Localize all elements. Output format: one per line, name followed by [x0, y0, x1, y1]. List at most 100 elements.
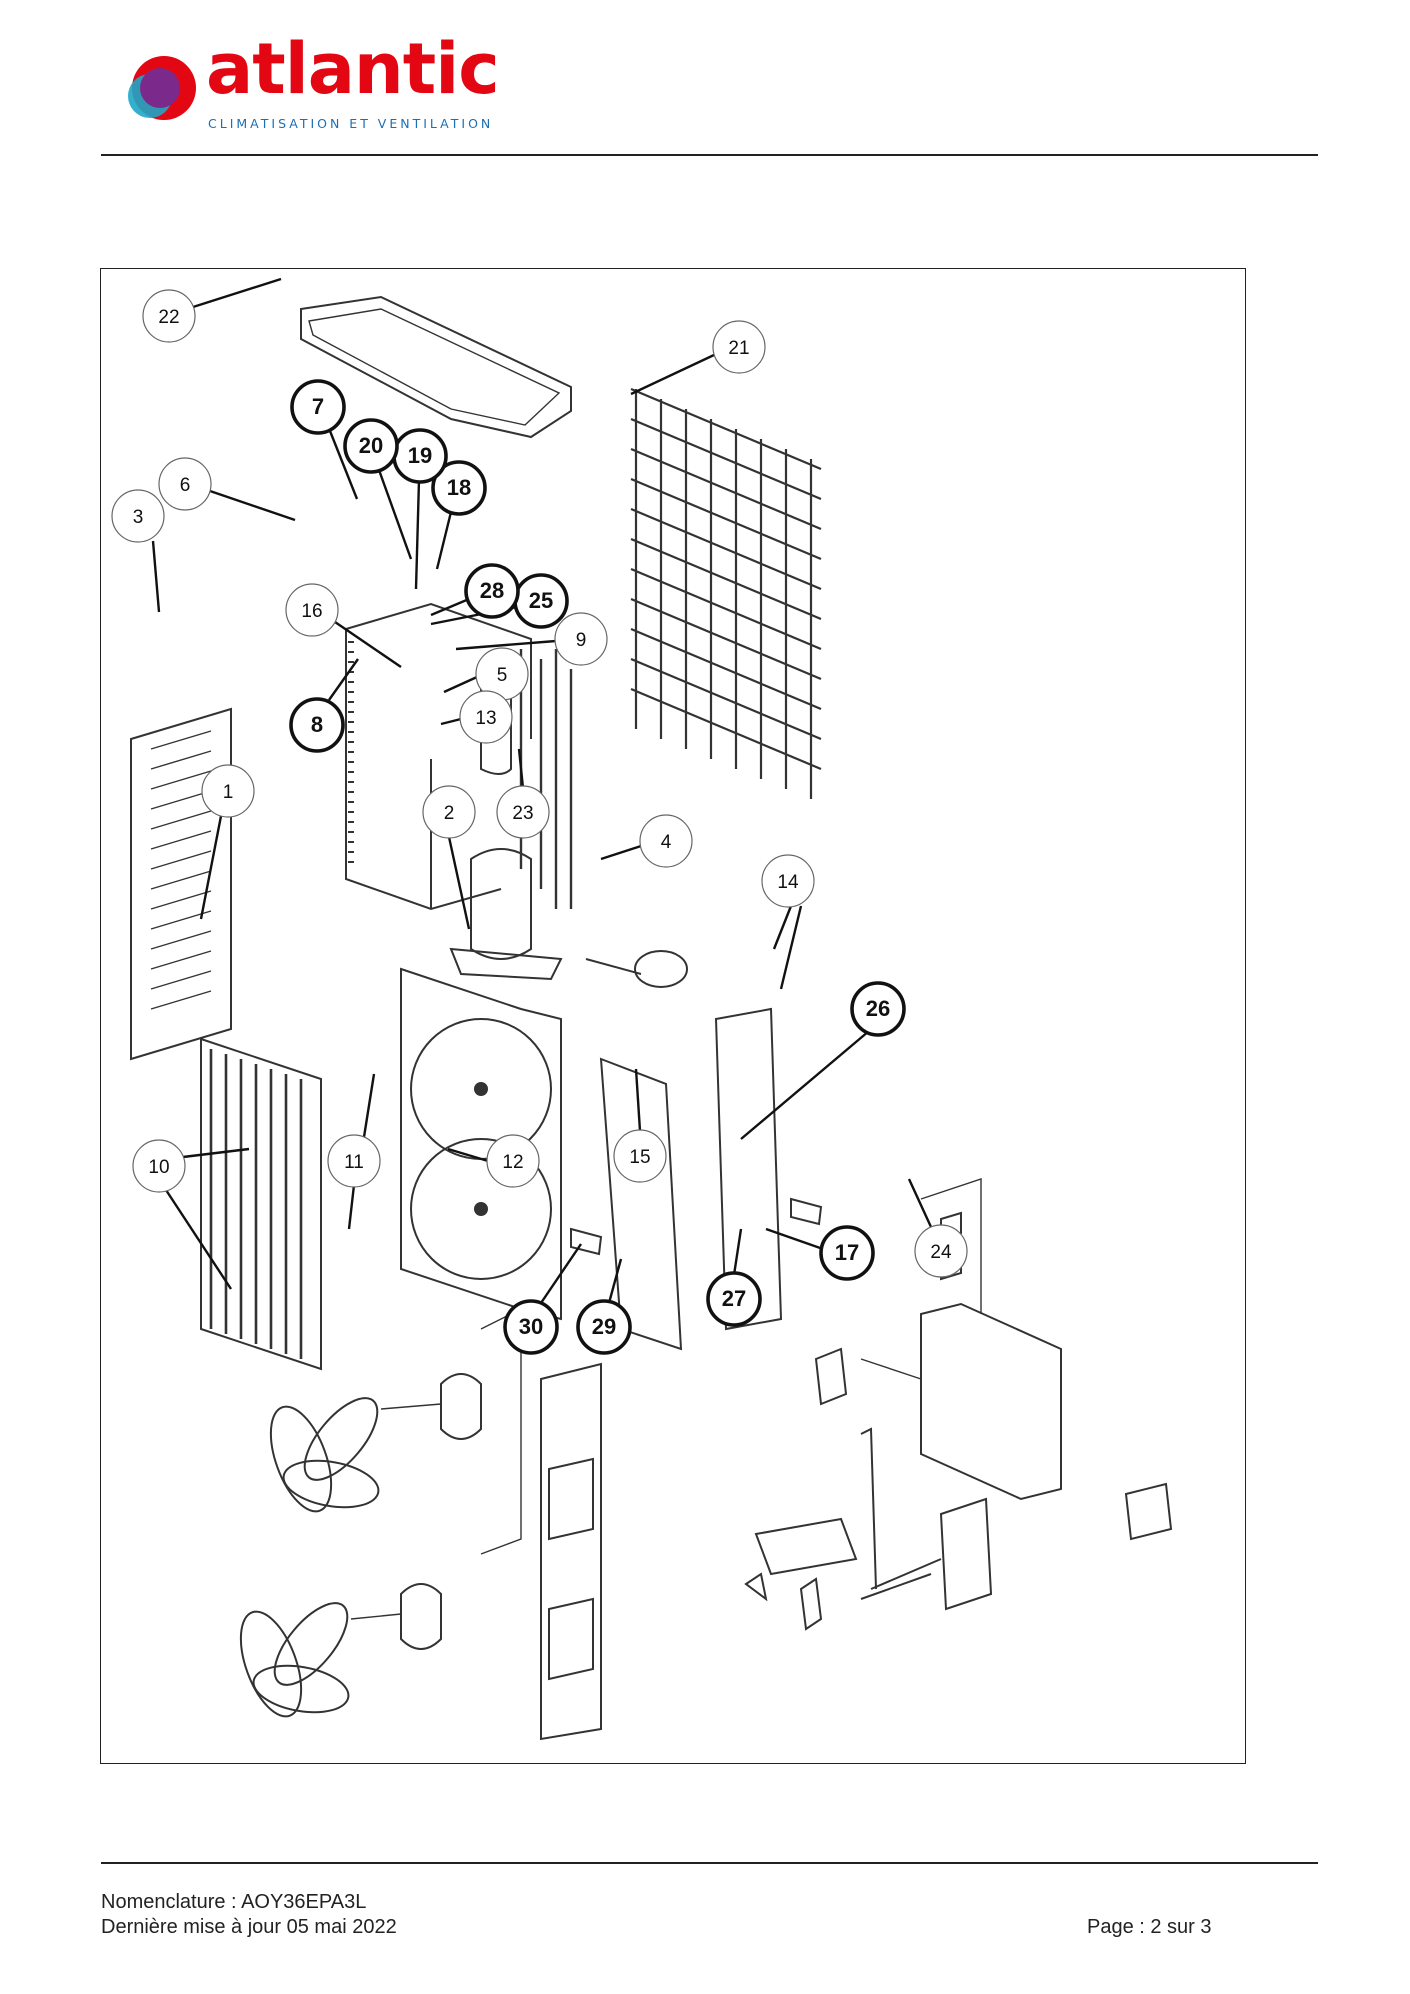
partition-shape: [599, 1057, 683, 1351]
callout-circle-9: [554, 612, 608, 666]
callout-number-13: 13: [475, 708, 496, 729]
callout-leader-23: [517, 748, 525, 789]
callout-circle-20: [343, 418, 399, 474]
service-valve-shape: [754, 1517, 858, 1576]
callout-number-22: 22: [158, 307, 179, 328]
callout-leader-10: [164, 1189, 233, 1290]
callout-leader-3: [151, 540, 161, 613]
callout-leader-8: [328, 658, 359, 701]
control-box-shape: [920, 1302, 1062, 1501]
callout-leader-15: [634, 1068, 642, 1132]
callout-leader-30: [540, 1243, 582, 1304]
callout-number-21: 21: [728, 338, 749, 359]
callout-number-17: 17: [835, 1240, 859, 1265]
callout-number-26: 26: [866, 996, 890, 1021]
motor-bracket-shape: [540, 1362, 602, 1741]
side-grille-shape: [130, 707, 232, 1061]
callout-number-29: 29: [592, 1314, 616, 1339]
callout-circle-3: [111, 489, 165, 543]
callout-number-8: 8: [311, 712, 323, 737]
callout-leader-26: [740, 1030, 870, 1140]
callout-number-7: 7: [312, 394, 324, 419]
logo-mark-icon: [128, 56, 196, 120]
callout-circle-4: [639, 814, 693, 868]
callout-number-16: 16: [301, 601, 322, 622]
callout-number-9: 9: [576, 630, 587, 651]
callout-number-15: 15: [629, 1147, 650, 1168]
callout-circle-29: [576, 1299, 632, 1355]
callout-circle-2: [422, 785, 476, 839]
callout-leader-18: [435, 511, 453, 570]
callout-circle-18: [431, 460, 487, 516]
callout-number-6: 6: [180, 475, 191, 496]
callout-circle-8: [289, 697, 345, 753]
atlantic-logo: atlantic CLIMATISATION ET VENTILATION: [120, 34, 500, 140]
callout-number-18: 18: [447, 475, 471, 500]
logo-wordmark: atlantic: [206, 28, 500, 110]
callout-number-10: 10: [148, 1157, 169, 1178]
callout-number-14: 14: [777, 872, 799, 893]
callout-circle-11: [327, 1134, 381, 1188]
callout-circle-17: [819, 1225, 875, 1281]
callout-leader-2: [447, 836, 471, 930]
callout-leader-21: [630, 353, 715, 396]
callout-circle-1: [201, 764, 255, 818]
callout-circle-21: [712, 320, 766, 374]
callout-leader-11: [347, 1184, 356, 1230]
callout-number-19: 19: [408, 443, 432, 468]
callout-number-30: 30: [519, 1314, 543, 1339]
callout-number-20: 20: [359, 433, 383, 458]
callout-number-27: 27: [722, 1286, 746, 1311]
callout-leader-1: [199, 815, 223, 920]
callout-circle-16: [285, 583, 339, 637]
last-updated-label: Dernière mise à jour 05 mai 2022: [101, 1916, 397, 1938]
logo-tagline: CLIMATISATION ET VENTILATION: [208, 116, 494, 131]
callout-leader-28: [430, 597, 470, 617]
callout-number-3: 3: [133, 507, 144, 528]
callout-leader-17: [765, 1227, 824, 1251]
fan-motor-shape: [440, 1373, 482, 1440]
condenser-coil-shape: [200, 1037, 322, 1371]
callout-number-1: 1: [223, 782, 234, 803]
callout-leader-14: [772, 905, 793, 950]
terminal-cover-shape: [939, 1497, 993, 1611]
callout-number-11: 11: [344, 1152, 364, 1173]
callout-leader-27: [732, 1228, 743, 1276]
callout-leader-29: [607, 1258, 623, 1304]
sensor-bracket-shape: [814, 1347, 848, 1406]
callout-leader-11: [362, 1073, 376, 1138]
compressor-shape: [470, 848, 532, 960]
callout-leader-5: [443, 675, 478, 694]
heat-exchanger-shape: [345, 602, 532, 911]
callout-leader-14: [779, 905, 803, 990]
callout-leader-4: [600, 844, 642, 861]
callout-circle-6: [158, 457, 212, 511]
footer-rule: [101, 1862, 1318, 1864]
callout-leader-24: [907, 1178, 933, 1228]
callout-circle-23: [496, 785, 550, 839]
callout-circle-7: [290, 379, 346, 435]
cable-ring-shape: [634, 950, 688, 988]
nomenclature-label: Nomenclature : AOY36EPA3L: [101, 1891, 367, 1913]
top-panel-shape: [300, 295, 572, 439]
fan-blade-shape: [239, 1397, 380, 1718]
callout-leader-13: [440, 717, 462, 726]
callout-circle-14: [761, 854, 815, 908]
callout-circle-27: [706, 1271, 762, 1327]
piping-shape: [860, 1427, 942, 1600]
callout-circle-28: [464, 563, 520, 619]
side-panel-shape: [714, 1007, 783, 1331]
callout-number-2: 2: [444, 803, 455, 824]
callout-circle-13: [459, 690, 513, 744]
callout-circle-15: [613, 1129, 667, 1183]
callout-leader-6: [209, 489, 296, 522]
callout-number-23: 23: [512, 803, 533, 824]
callout-number-25: 25: [529, 588, 553, 613]
rear-grid-shape: [630, 387, 822, 799]
relay-shape: [1124, 1482, 1173, 1541]
header-rule: [101, 154, 1318, 156]
callout-number-28: 28: [480, 578, 504, 603]
callout-number-4: 4: [661, 832, 672, 853]
